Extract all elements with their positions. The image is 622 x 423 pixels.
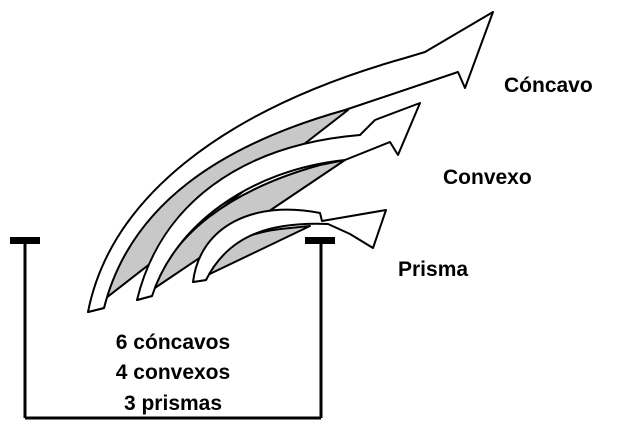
bin-outline bbox=[10, 237, 335, 420]
arrow-concavo-body bbox=[87, 11, 494, 313]
arrow-prisma-body bbox=[192, 208, 387, 283]
bin-left-cap bbox=[10, 237, 40, 244]
label-convexo: Convexo bbox=[443, 166, 532, 189]
arrow-prisma bbox=[192, 208, 387, 283]
arrow-convexo-body bbox=[136, 102, 421, 301]
label-concavo: Cóncavo bbox=[504, 74, 593, 97]
bin-right-cap bbox=[305, 237, 335, 244]
count-concavos: 6 cóncavos bbox=[116, 331, 230, 354]
count-convexos: 4 convexos bbox=[116, 361, 230, 384]
count-prismas: 3 prismas bbox=[124, 392, 222, 415]
label-prisma: Prisma bbox=[398, 258, 468, 281]
